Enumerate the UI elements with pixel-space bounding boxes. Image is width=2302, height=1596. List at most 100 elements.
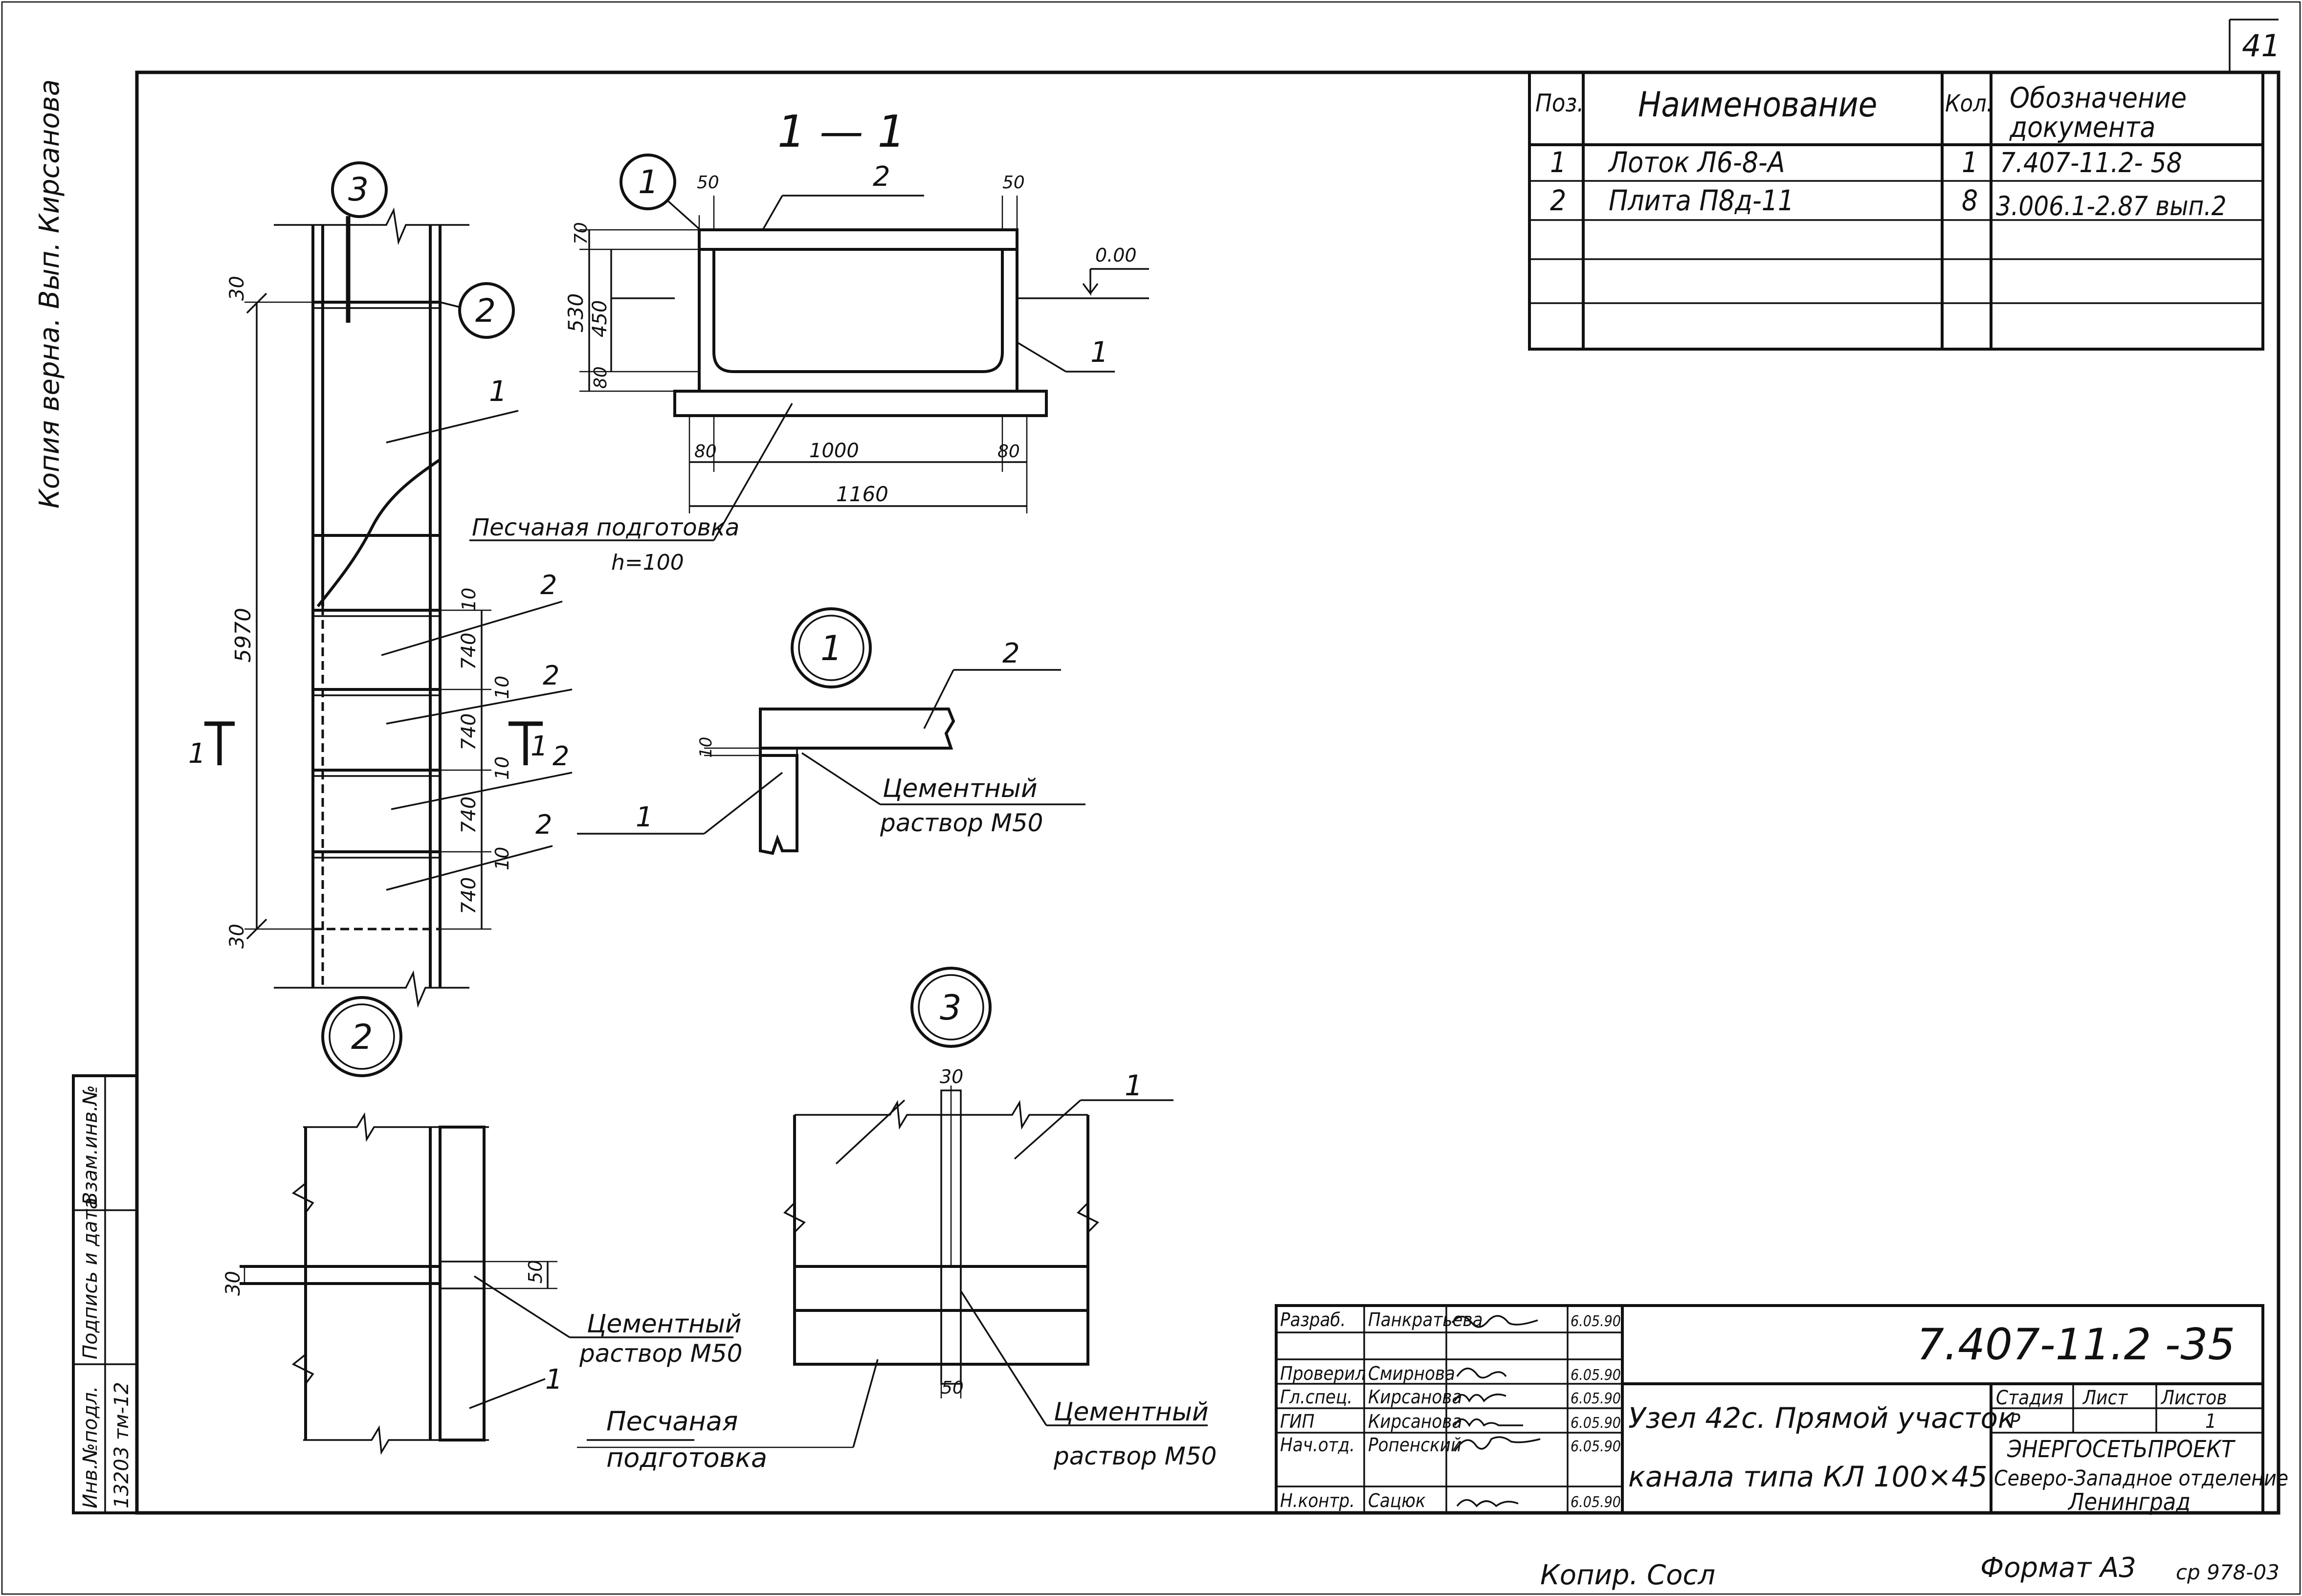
spec-header-doc: Обозначение — [2010, 81, 2187, 114]
stamp-role-5: Н.контр. — [1280, 1490, 1355, 1511]
stamp-name-3: Кирсанова — [1368, 1411, 1462, 1432]
plan-section-mark-right: 1 — [531, 731, 548, 762]
stamp-date-0: 6.05.90 — [1571, 1313, 1621, 1330]
plan-view: 5970 30 30 10 740 10 740 10 740 10 740 1… — [188, 161, 573, 1008]
plan-dim-10-a: 10 — [458, 588, 480, 611]
signature-1 — [1456, 1368, 1507, 1379]
stamp-org-1: ЭНЕРГОСЕТЬПРОЕКТ — [2007, 1436, 2236, 1463]
spec-table: Поз. Наименование Кол. Обозначение докум… — [1528, 71, 2264, 351]
title-line-1: Узел 42с. Прямой участок — [1628, 1401, 2015, 1435]
section-dim-80-b: 80 — [997, 442, 1020, 462]
footer: Копир. Сосл Формат А3 ср 978-03 — [1540, 1552, 2280, 1591]
stamp-name-0: Панкратьева — [1368, 1309, 1483, 1330]
plan-label-2-d: 2 — [535, 809, 552, 840]
section-dim-450: 450 — [589, 300, 611, 337]
left-stamp-inv-orig: Инв.№подл. — [79, 1386, 102, 1508]
spec-row2-doc: 3.006.1-2.87 вып.2 — [1996, 191, 2227, 222]
spec-header-pos: Поз. — [1535, 89, 1584, 117]
stamp-date-1: 6.05.90 — [1571, 1367, 1621, 1384]
stamp-org-3: Ленинград — [2067, 1488, 2191, 1516]
stamp-org-2: Северо-Западное отделение — [1994, 1466, 2288, 1491]
section-1-1: 1 — 1 70 530 450 80 50 50 2 1 — [469, 106, 1149, 575]
stamp-stage: Р — [2010, 1410, 2020, 1433]
plan-callout-2: 2 — [475, 292, 496, 330]
plan-dim-30-bottom: 30 — [226, 924, 248, 949]
stamp-role-1: Проверил — [1280, 1363, 1366, 1384]
stamp-date-2: 6.05.90 — [1571, 1390, 1621, 1407]
spec-row1-doc: 7.407-11.2- 58 — [2000, 147, 2182, 179]
left-stamp: Взам.инв.№ Подпись и дата Инв.№подл. 132… — [72, 1074, 138, 1514]
detail3-mortar-1: Цементный — [1054, 1397, 1209, 1427]
sheet-number: 41 — [2242, 28, 2280, 64]
plan-label-1: 1 — [489, 375, 507, 408]
stamp-sheets-header: Листов — [2160, 1387, 2227, 1409]
signature-5 — [1456, 1499, 1519, 1507]
signature-2 — [1454, 1393, 1506, 1403]
plan-dim-740-b: 740 — [458, 713, 480, 751]
detail2-dim-30: 30 — [222, 1271, 244, 1296]
plan-label-2-b: 2 — [543, 660, 559, 691]
spec-row2-name: Плита П8д-11 — [1609, 184, 1794, 217]
title-block: Разраб. Проверил Гл.спец. ГИП Нач.отд. Н… — [1275, 1304, 2288, 1516]
stamp-sheet-header: Лист — [2082, 1387, 2128, 1409]
plan-callout-3: 3 — [348, 171, 369, 208]
detail2-mortar-2: раствор М50 — [579, 1339, 742, 1368]
left-stamp-inv-replaced: Взам.инв.№ — [79, 1085, 102, 1205]
detail1-label-1: 1 — [636, 801, 653, 833]
detail2-sand-1: Песчаная — [606, 1406, 738, 1437]
detail2-mortar-1: Цементный — [587, 1309, 742, 1339]
section-dim-1160: 1160 — [836, 482, 888, 506]
stamp-name-4: Ропенский — [1368, 1434, 1461, 1456]
spec-header-qty: Кол. — [1945, 90, 1993, 117]
footer-copied: Копир. Сосл — [1540, 1559, 1715, 1591]
plan-dim-10-b: 10 — [491, 676, 513, 699]
stamp-role-3: ГИП — [1280, 1411, 1314, 1432]
section-dim-80-a: 80 — [694, 442, 717, 462]
detail1-callout: 1 — [820, 628, 842, 668]
stamp-role-4: Нач.отд. — [1280, 1434, 1355, 1456]
stamp-date-5: 6.05.90 — [1571, 1494, 1621, 1511]
detail2-label-1: 1 — [545, 1364, 563, 1396]
signature-3 — [1454, 1418, 1523, 1427]
stamp-name-1: Смирнова — [1368, 1363, 1455, 1384]
detail3-label-1: 1 — [1125, 1069, 1143, 1102]
plan-dim-740-c: 740 — [458, 797, 480, 834]
title-line-2: канала типа КЛ 100×45 — [1628, 1460, 1988, 1493]
spec-row1-pos: 1 — [1550, 146, 1566, 179]
section-dim-50-left: 50 — [697, 173, 719, 193]
document-code: 7.407-11.2 -35 — [1917, 1319, 2235, 1370]
plan-label-2-a: 2 — [540, 570, 557, 600]
detail1-mortar-1: Цементный — [883, 774, 1038, 803]
detail2-callout: 2 — [351, 1017, 373, 1057]
stamp-name-2: Кирсанова — [1368, 1386, 1462, 1408]
stamp-role-0: Разраб. — [1280, 1309, 1346, 1330]
section-label-2: 2 — [873, 161, 890, 193]
spec-row1-qty: 1 — [1962, 146, 1978, 179]
footer-format: Формат А3 — [1980, 1552, 2136, 1584]
left-stamp-inv-value: 13203 тм-12 — [111, 1382, 133, 1508]
signature-4 — [1454, 1436, 1541, 1452]
section-level: 0.00 — [1095, 244, 1137, 266]
section-dim-70: 70 — [571, 222, 591, 244]
section-label-1: 1 — [1090, 335, 1108, 369]
detail-3: 3 30 50 1 Цементный раствор М50 — [577, 967, 1217, 1470]
section-sand-label: Песчаная подготовка — [472, 514, 739, 541]
stamp-stage-header: Стадия — [1996, 1387, 2063, 1409]
footer-code: ср 978-03 — [2176, 1560, 2280, 1584]
stamp-sheets: 1 — [2205, 1410, 2216, 1433]
section-dim-1000: 1000 — [809, 440, 859, 462]
plan-section-mark-left: 1 — [188, 738, 206, 770]
section-dim-530: 530 — [564, 293, 588, 332]
detail-2: 2 30 50 Цементный раствор М50 1 Песчаная… — [222, 996, 767, 1473]
spec-row2-qty: 8 — [1962, 184, 1978, 217]
detail1-label-2: 2 — [1002, 638, 1020, 669]
detail1-mortar-2: раствор М50 — [880, 809, 1043, 837]
plan-label-2-c: 2 — [553, 741, 569, 772]
spec-row2-pos: 2 — [1550, 184, 1566, 217]
detail2-dim-50: 50 — [525, 1260, 546, 1284]
spec-header-doc-2: документа — [2009, 111, 2155, 144]
spec-header-name: Наименование — [1638, 85, 1877, 125]
plan-dim-10-c: 10 — [491, 756, 513, 780]
detail-1: 1 10 2 1 Цементный раствор М50 — [577, 607, 1085, 855]
